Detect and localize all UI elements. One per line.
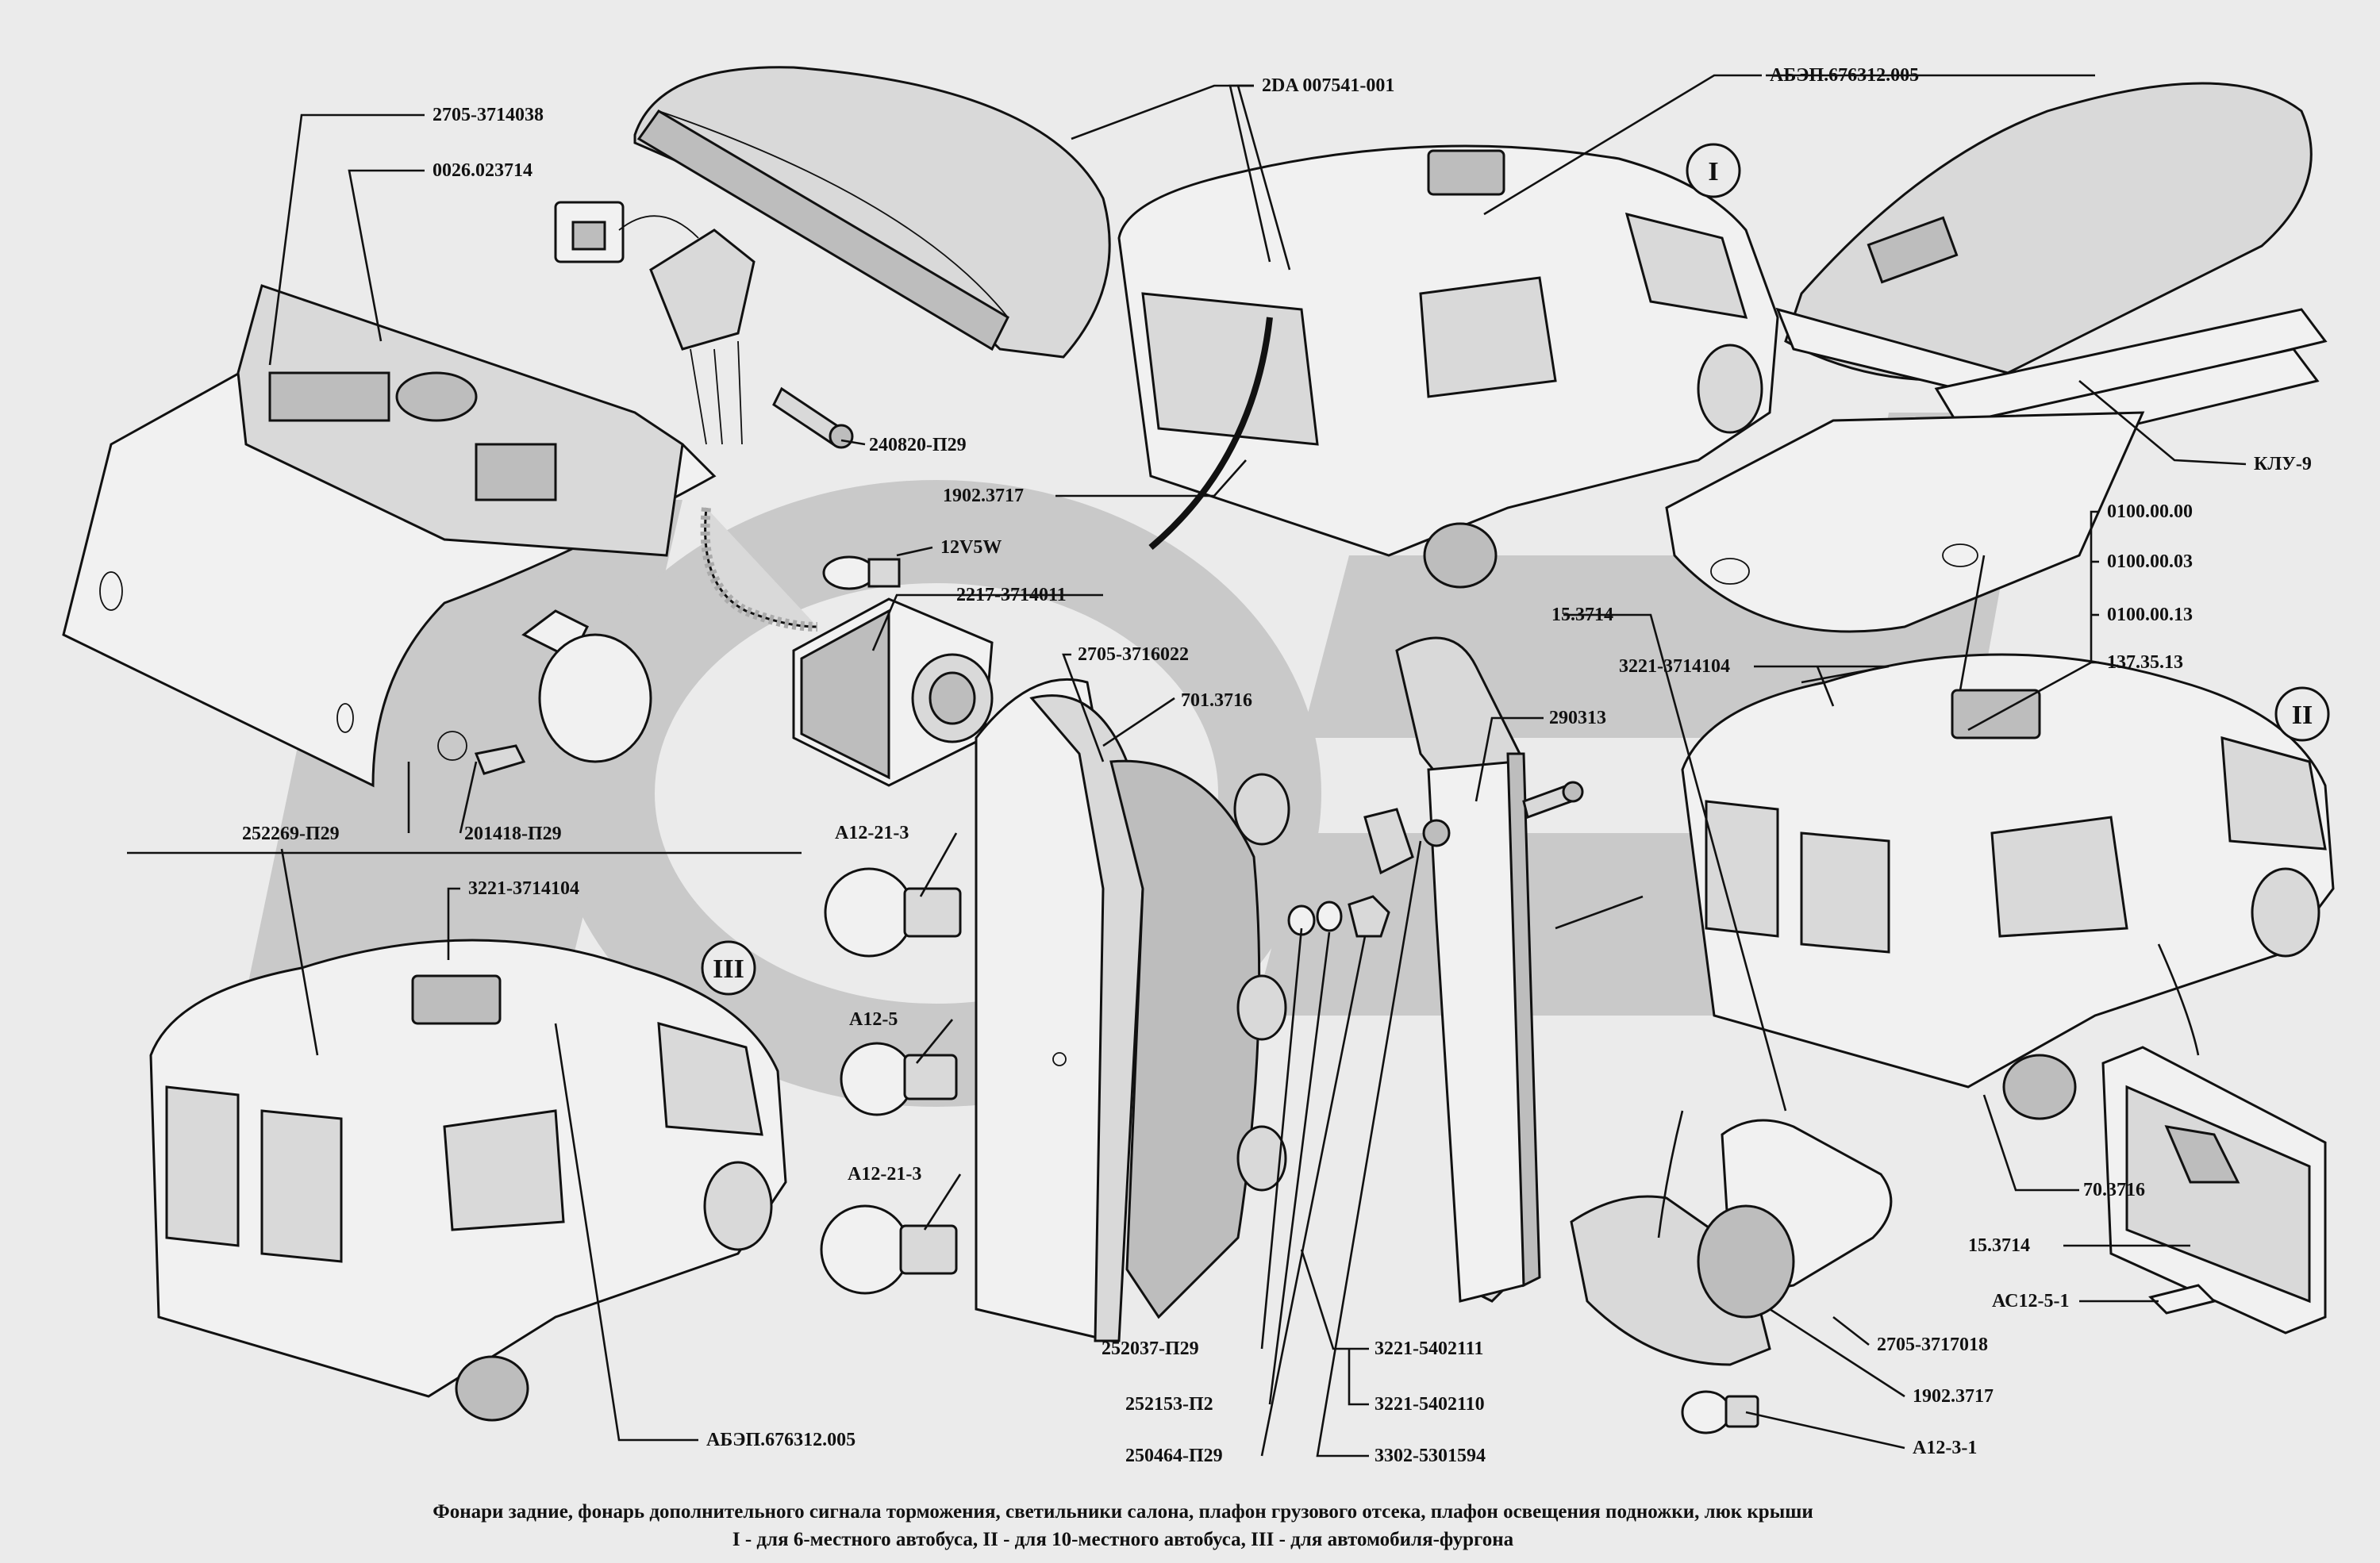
step-lamp-cover-15-3714 [2101,1046,2327,1335]
label-137-35-13: 137.35.13 [2107,652,2183,673]
latch-bracket-and-rail [1363,636,1541,1303]
leader-lines [127,74,2247,1457]
label-2705-3714038: 2705-3714038 [433,105,544,125]
label-3221-3714104-mid: 3221-3714104 [1619,656,1730,677]
label-2217-3714011: 2217-3714011 [956,585,1067,605]
washers-and-nut [1287,895,1390,938]
label-252037-p29: 252037-П29 [1102,1338,1199,1359]
label-240820-p29: 240820-П29 [869,435,967,455]
screw-240820 [772,386,854,449]
label-0026-023714: 0026.023714 [433,160,533,181]
label-3221-5402110: 3221-5402110 [1375,1394,1485,1415]
label-290313: 290313 [1549,708,1606,728]
view-marker-III [701,940,756,996]
label-701-3716: 701.3716 [1181,690,1252,711]
label-ac12-5-1: АС12-5-1 [1992,1291,2069,1311]
step-lamp-assembly [1570,1119,1893,1366]
label-klu-9: КЛУ-9 [2254,454,2312,474]
view-marker-I [1686,143,1741,198]
label-0100-00-13: 0100.00.13 [2107,605,2193,625]
view-I-wire [1148,317,1273,551]
high-stop-lamp-connector [554,201,756,445]
van-view-II [1681,653,2335,1120]
view-marker-III-label: III [713,954,744,984]
bulb-a12-21-3-upper [824,867,962,958]
label-252269-p29: 252269-П29 [242,824,340,844]
lamp-2217-3714011 [700,507,994,787]
rear-lamp-housing-2705-3714038 [62,284,717,788]
van-view-III [149,939,787,1422]
label-250464-p29: 250464-П29 [1125,1446,1223,1466]
label-abep-676312-005-top: АБЭП.676312.005 [1770,65,1919,86]
label-2da-007541-001: 2DA 007541-001 [1262,75,1394,96]
high-mount-stop-lamp [633,66,1111,359]
part-labels: 2705-3714038 0026.023714 2DA 007541-001 … [242,65,2312,1466]
label-0100-00-00: 0100.00.00 [2107,501,2193,522]
view-marker-I-label: I [1708,157,1718,186]
label-1902-3717-top: 1902.3717 [943,486,1024,506]
lamp-base-plate [1665,411,2145,633]
label-2705-3716022: 2705-3716022 [1078,644,1189,665]
caption: Фонари задние, фонарь дополнительного си… [433,1501,1813,1550]
label-a12-3-1: А12-3-1 [1913,1438,1977,1458]
label-2705-3717018: 2705-3717018 [1877,1335,1988,1355]
label-3221-3714104-low: 3221-3714104 [468,878,579,899]
bulb-large-left [437,609,652,775]
label-a12-5: А12-5 [849,1009,898,1030]
label-12v5w: 12V5W [940,537,1002,558]
view-markers: I II III [701,143,2330,996]
label-1902-3717-low: 1902.3717 [1913,1386,1994,1407]
label-15-3714-mid: 15.3714 [1551,605,1613,625]
label-3221-5402111: 3221-5402111 [1375,1338,1483,1359]
caption-line-2: I - для 6-местного автобуса, II - для 10… [732,1529,1514,1550]
label-a12-21-3-lower: А12-21-3 [848,1164,921,1185]
caption-line-1: Фонари задние, фонарь дополнительного си… [433,1501,1813,1523]
bulb-a12-3-1 [1681,1390,1759,1434]
bulb-12v5w [822,555,901,590]
label-70-3716: 70.3716 [2083,1180,2145,1200]
label-201418-p29: 201418-П29 [464,824,562,844]
view-marker-II-label: II [2292,701,2313,730]
label-3302-5301594: 3302-5301594 [1375,1446,1486,1466]
label-a12-21-3-upper: А12-21-3 [835,823,909,843]
bulb-ac12-5-1 [2148,1284,2217,1315]
bulb-a12-5 [840,1042,958,1116]
label-15-3714-low: 15.3714 [1968,1235,2030,1256]
view-marker-II [2274,686,2330,742]
label-abep-676312-005-bottom: АБЭП.676312.005 [706,1430,855,1450]
label-0100-00-03: 0100.00.03 [2107,551,2193,572]
bulb-a12-21-3-lower [820,1204,958,1295]
rear-light-assembly-2705-3716022 [975,678,1290,1342]
cabin-lamp-abep-top [1775,82,2313,407]
label-252153-p2: 252153-П2 [1125,1394,1213,1415]
screw-290313 [1522,781,1584,819]
